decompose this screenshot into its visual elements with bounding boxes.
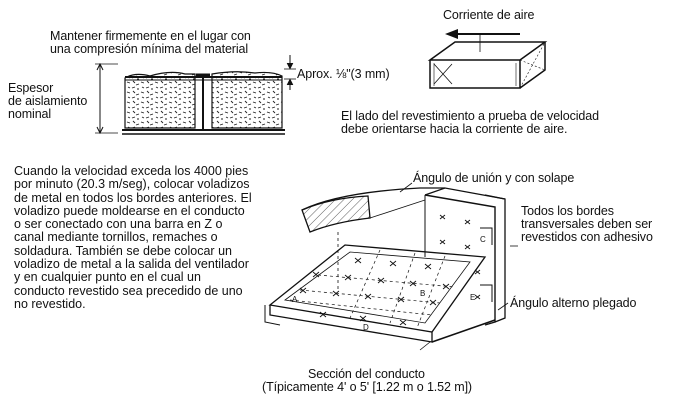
duct-section-size-label: (Típicamente 4' o 5' [1.22 m o 1.52 m])	[262, 380, 472, 394]
edges-coated-label: Todos los bordes transversales deben ser…	[521, 204, 653, 244]
thickness-label: Espesor de aislamiento nominal	[8, 81, 88, 121]
pin-letter-c: C	[480, 235, 486, 244]
pin-letter-e: E	[470, 293, 475, 302]
airflow-duct-drawing	[427, 29, 548, 89]
pin-letter-d: D	[363, 323, 369, 332]
pin-letter-b: B	[420, 289, 425, 298]
approx-thickness-label: Aprox. ⅛"(3 mm)	[297, 67, 390, 81]
velocity-note: Cuando la velocidad exceda los 4000 pies…	[14, 164, 252, 311]
alternate-angle-label: Ángulo alterno plegado	[510, 296, 637, 310]
insulation-section-drawing	[95, 55, 296, 135]
duct-section-label: Sección del conducto	[308, 367, 425, 381]
joint-angle-label: Ángulo de unión y con solape	[413, 171, 575, 185]
duct-section-drawing: A B C D E	[264, 182, 518, 351]
hold-firmly-label: Mantener firmemente en el lugar con una …	[50, 29, 251, 56]
airflow-note: El lado del revestimiento a prueba de ve…	[341, 109, 599, 136]
pin-letter-a: A	[292, 295, 298, 304]
airflow-title: Corriente de aire	[443, 8, 535, 22]
